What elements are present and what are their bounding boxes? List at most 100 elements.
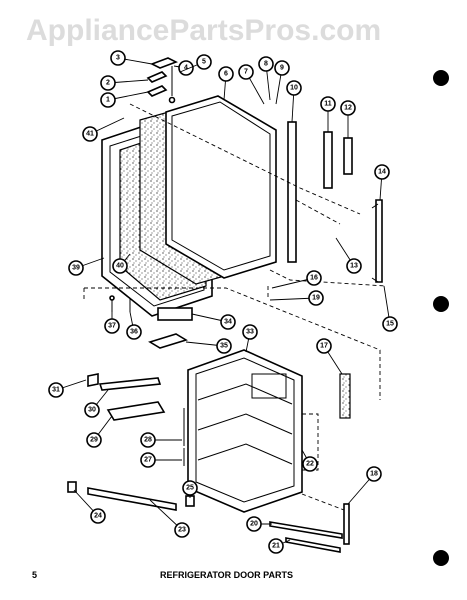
callout-22: 22: [301, 449, 318, 472]
callout-29: 29: [86, 415, 113, 448]
callout-label-13: 13: [350, 263, 358, 270]
callout-label-30: 30: [88, 407, 96, 414]
callout-circle-35: [216, 338, 232, 354]
callout-30: 30: [84, 389, 109, 418]
callout-31: 31: [48, 379, 87, 398]
callout-12: 12: [340, 100, 356, 138]
callout-label-8: 8: [264, 61, 268, 68]
callout-label-29: 29: [90, 437, 98, 444]
diagram-caption: REFRIGERATOR DOOR PARTS: [160, 570, 293, 580]
callout-35: 35: [185, 338, 232, 354]
callout-circle-5: [196, 54, 212, 70]
binder-hole-middle: [433, 296, 449, 312]
callout-circle-25: [182, 480, 198, 496]
callout-circle-13: [346, 258, 362, 274]
callout-19: 19: [269, 290, 324, 306]
callout-circle-17: [316, 338, 332, 354]
watermark: AppliancePartsPros.com: [26, 14, 381, 47]
shelf-rail: [98, 377, 162, 391]
callout-8: 8: [258, 56, 274, 101]
callout-label-36: 36: [130, 329, 138, 336]
callout-4: 4: [173, 60, 194, 76]
vertical-trim-18: [343, 503, 350, 545]
callout-24: 24: [73, 489, 106, 524]
callout-label-25: 25: [186, 485, 194, 492]
callout-7: 7: [238, 64, 265, 105]
callout-label-19: 19: [312, 295, 320, 302]
callout-circle-33: [242, 324, 258, 340]
callout-label-11: 11: [324, 101, 332, 108]
door-handle: [375, 199, 383, 283]
callout-circle-20: [246, 516, 262, 532]
shelf-end-cap: [87, 373, 99, 387]
callout-circle-34: [220, 314, 236, 330]
callout-circle-22: [302, 456, 318, 472]
callout-circle-39: [68, 260, 84, 276]
callout-circle-12: [340, 100, 356, 116]
callout-label-20: 20: [250, 521, 258, 528]
callout-label-15: 15: [386, 321, 394, 328]
callout-27: 27: [140, 452, 182, 468]
callout-15: 15: [382, 285, 398, 332]
callout-17: 17: [316, 338, 343, 375]
callout-circle-19: [308, 290, 324, 306]
callout-40: 40: [112, 253, 131, 274]
callout-label-40: 40: [116, 263, 124, 270]
callout-circle-41: [82, 126, 98, 142]
callout-label-27: 27: [144, 457, 152, 464]
callout-label-34: 34: [224, 319, 232, 326]
callout-circle-24: [90, 508, 106, 524]
door-trim-strip: [287, 121, 297, 263]
callout-label-6: 6: [224, 71, 228, 78]
callout-23: 23: [149, 499, 190, 538]
callout-circle-16: [306, 270, 322, 286]
callout-circle-29: [86, 432, 102, 448]
callout-14: 14: [374, 164, 390, 201]
callout-label-39: 39: [72, 265, 80, 272]
callout-25: 25: [182, 480, 198, 498]
callout-label-2: 2: [106, 80, 110, 87]
bottom-strip-21: [285, 537, 341, 553]
callout-circle-9: [274, 60, 290, 76]
callout-circle-10: [286, 80, 302, 96]
callout-circle-4: [178, 60, 194, 76]
callout-3: 3: [110, 50, 153, 66]
upper-door-panel: [165, 95, 277, 279]
callout-34: 34: [191, 313, 236, 330]
callout-label-14: 14: [378, 169, 386, 176]
callout-circle-37: [104, 318, 120, 334]
callout-label-21: 21: [272, 543, 280, 550]
callout-label-23: 23: [178, 527, 186, 534]
page-number: 5: [32, 570, 37, 580]
callout-label-22: 22: [306, 461, 314, 468]
callout-label-9: 9: [280, 65, 284, 72]
callout-label-3: 3: [116, 55, 120, 62]
callout-13: 13: [335, 237, 362, 274]
callout-2: 2: [100, 75, 149, 91]
callout-circle-28: [140, 432, 156, 448]
callout-circle-40: [112, 258, 128, 274]
callout-circle-14: [374, 164, 390, 180]
callout-label-28: 28: [144, 437, 152, 444]
callout-circle-6: [218, 66, 234, 82]
callout-41: 41: [82, 117, 125, 142]
callout-label-17: 17: [320, 343, 328, 350]
callout-18: 18: [347, 466, 382, 505]
callout-circle-23: [174, 522, 190, 538]
callout-37: 37: [104, 312, 120, 334]
callout-39: 39: [68, 257, 105, 276]
callout-circle-30: [84, 402, 100, 418]
callout-10: 10: [286, 80, 302, 123]
bin-cover: [157, 307, 193, 321]
callout-circle-2: [100, 75, 116, 91]
callout-21: 21: [268, 538, 291, 554]
callout-circle-27: [140, 452, 156, 468]
callout-label-5: 5: [202, 59, 206, 66]
callout-circle-18: [366, 466, 382, 482]
bottom-strip-20: [269, 521, 343, 539]
callout-label-10: 10: [290, 85, 298, 92]
callout-circle-8: [258, 56, 274, 72]
callout-circle-11: [320, 96, 336, 112]
callout-6: 6: [218, 66, 234, 101]
door-seal-strip: [339, 373, 351, 419]
